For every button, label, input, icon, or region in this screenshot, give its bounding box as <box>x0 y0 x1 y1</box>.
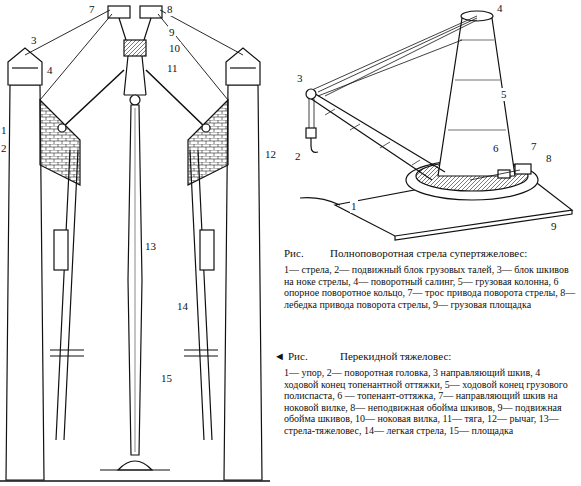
caption-body: 1— стрела, 2— подвижный блок грузовых та… <box>284 264 576 310</box>
caption-body: 1— упор, 2— поворотная головка, 3 направ… <box>284 367 576 437</box>
callout-number: 9 <box>550 220 558 233</box>
callout-number: 14 <box>176 300 189 313</box>
callout-number: 4 <box>496 2 504 15</box>
callout-number: 3 <box>296 72 304 85</box>
callout-number: 1 <box>350 200 358 213</box>
callout-number: 15 <box>160 372 173 385</box>
callout-number: 13 <box>144 240 157 253</box>
caption-prefix: Рис. <box>288 350 308 363</box>
callout-number: 12 <box>264 148 277 161</box>
callout-number: 7 <box>88 3 96 16</box>
callout-number: 4 <box>46 64 54 77</box>
heavy-derrick-figure <box>0 6 270 481</box>
callout-number: 10 <box>168 42 181 55</box>
caption-title: Полноповоротная стрела супертяжеловес: <box>330 247 575 260</box>
callout-number: 5 <box>500 88 508 101</box>
callout-number: 6 <box>492 142 500 155</box>
callout-number: 9 <box>168 26 176 39</box>
callout-number: 1 <box>0 124 8 137</box>
swinging-boom-figure <box>300 11 572 240</box>
callout-number: 7 <box>530 140 538 153</box>
callout-number: 11 <box>166 62 179 75</box>
caption-title: Перекидной тяжеловес: <box>340 350 575 363</box>
caption-marker: ◄ <box>274 350 285 363</box>
callout-number: 2 <box>294 150 302 163</box>
callout-number: 8 <box>545 152 553 165</box>
callout-number: 8 <box>166 3 174 16</box>
callout-number: 2 <box>0 142 8 155</box>
caption-prefix: Рис. <box>284 247 304 260</box>
callout-number: 3 <box>30 34 38 47</box>
